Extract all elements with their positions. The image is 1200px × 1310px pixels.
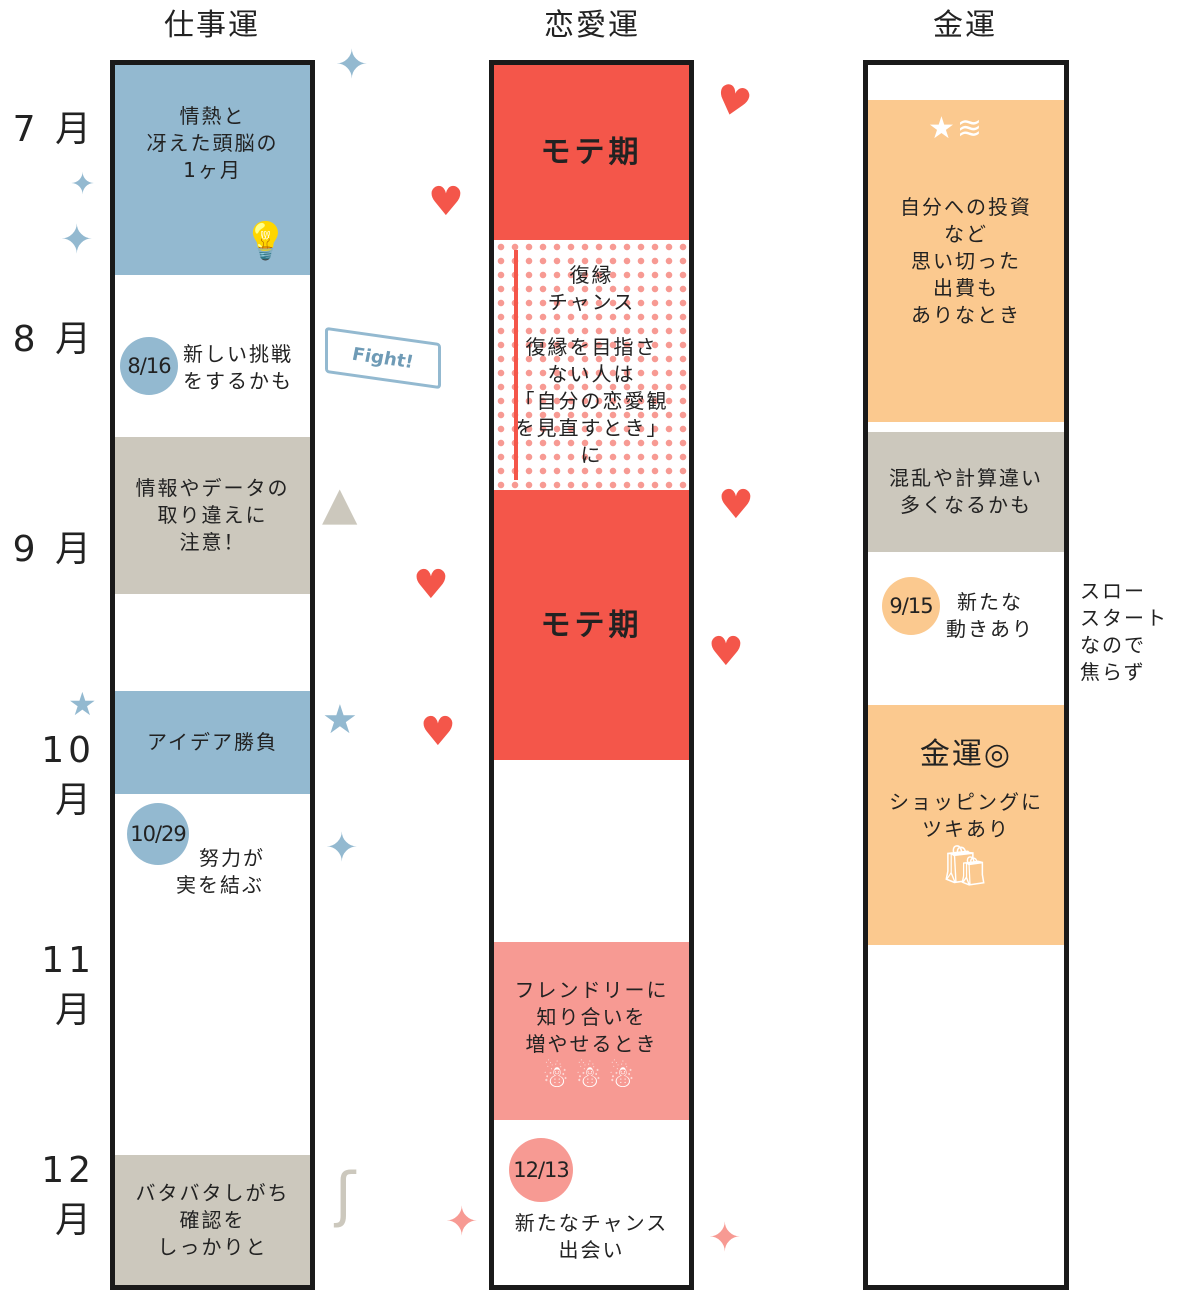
text: 思い切った <box>911 248 1021 273</box>
text: 情報やデータの <box>135 476 290 500</box>
money-side-note: スロー スタート なので 焦らず <box>1080 578 1168 686</box>
date-badge: 9/15 <box>882 577 940 635</box>
text: 新たなチャンス <box>514 1211 669 1235</box>
swirl-icon: ʃ <box>335 1160 356 1230</box>
text: を見直すとき」 <box>514 415 669 440</box>
text: なので <box>1080 633 1146 657</box>
date-badge: 10/29 <box>127 803 189 865</box>
text: をするかも <box>183 369 293 393</box>
range-arrow-icon <box>514 250 518 480</box>
text: バタバタしがち <box>135 1180 290 1205</box>
text: 増やせるとき <box>525 1032 658 1056</box>
text: 多くなるかも <box>900 493 1032 517</box>
text: しっかりと <box>157 1234 268 1259</box>
text: 冴えた頭脳の <box>146 131 279 155</box>
header-work: 仕事運 <box>164 8 260 43</box>
month-label: 11 月 <box>41 940 95 1031</box>
text: など <box>944 221 988 246</box>
text: 動きあり <box>946 617 1034 641</box>
star-icon: ★ <box>322 697 358 743</box>
text: ない人は <box>547 361 636 386</box>
text: 自分への投資 <box>900 194 1032 219</box>
shooting-star-icon: ★≋ <box>928 111 985 146</box>
header-love: 恋愛運 <box>544 8 640 43</box>
text: 知り合いを <box>536 1005 647 1029</box>
money-note-move: 新たな 動きあり <box>946 589 1034 643</box>
text: アイデア勝負 <box>147 730 278 754</box>
month-label: 10 月 <box>41 730 95 821</box>
money-block-shopping: 金運◎ ショッピングに ツキあり 🛍 <box>868 705 1064 945</box>
text: 取り違えに <box>157 503 268 527</box>
heart-icon: ♥ <box>413 562 449 608</box>
month-label: 8 月 <box>12 319 95 360</box>
month-label: 9 月 <box>12 529 95 570</box>
sparkle-icon: ✦ <box>60 217 94 263</box>
text: 情熱と <box>179 104 246 128</box>
text: 出費も <box>933 275 999 300</box>
text: ツキあり <box>922 817 1010 841</box>
text: 確認を <box>179 1207 246 1232</box>
money-block-confusion: 混乱や計算違い 多くなるかも <box>868 432 1064 552</box>
people-icon: ☃☃☃ <box>542 1060 641 1095</box>
heart-icon: ♥ <box>420 709 456 755</box>
heart-icon: ♥ <box>709 75 757 129</box>
love-block-friendly: フレンドリーに 知り合いを 増やせるとき ☃☃☃ <box>494 942 689 1120</box>
text: ありなとき <box>911 302 1021 327</box>
work-block-caution: 情報やデータの 取り違えに 注意！ <box>115 437 310 594</box>
love-column: モテ期 復縁 チャンス 復縁を目指さ ない人は 「自分の恋愛観 を見直すとき」 … <box>489 60 694 1290</box>
work-column: 情熱と 冴えた頭脳の 1ヶ月 💡 8/16 新しい挑戦 をするかも 情報やデータ… <box>110 60 315 1290</box>
work-block-idea: アイデア勝負 <box>115 691 310 794</box>
work-note-challenge: 新しい挑戦 をするかも <box>183 341 293 395</box>
text: 混乱や計算違い <box>889 466 1043 490</box>
shopping-bags-icon: 🛍 <box>939 843 993 889</box>
date-badge: 12/13 <box>509 1138 573 1202</box>
warning-icon: ▲ <box>322 476 358 530</box>
star-icon: ★ <box>68 685 97 723</box>
text: スタート <box>1080 606 1168 630</box>
month-label: 12 月 <box>41 1150 95 1241</box>
sparkle-icon: ✦ <box>335 42 369 88</box>
text: フレンドリーに <box>514 978 669 1002</box>
text: 「自分の恋愛観 <box>514 388 669 413</box>
heart-icon: ♥ <box>718 482 754 528</box>
text: 金運◎ <box>919 737 1013 772</box>
header-money: 金運 <box>933 8 997 43</box>
money-column: ★≋ 自分への投資 など 思い切った 出費も ありなとき 混乱や計算違い 多くな… <box>863 60 1069 1290</box>
text: に <box>580 442 603 467</box>
text: 実を結ぶ <box>176 873 264 897</box>
heart-icon: ♥ <box>708 629 744 675</box>
text: 努力が <box>199 846 265 870</box>
work-note-effort: 努力が 実を結ぶ <box>175 845 265 899</box>
fight-flag-icon: Fight! <box>325 326 441 390</box>
sparkle-icon: ✦ <box>70 167 96 202</box>
lightbulb-icon: 💡 <box>243 221 290 262</box>
text: 復縁を目指さ <box>525 334 658 359</box>
text: 出会い <box>558 1238 625 1262</box>
love-block-popular: モテ期 <box>494 65 689 240</box>
text: ショッピングに <box>889 790 1043 814</box>
love-note-chance: 新たなチャンス 出会い <box>494 1210 689 1264</box>
text: 焦らず <box>1080 660 1146 684</box>
heart-icon: ♥ <box>428 179 464 225</box>
sparkle-icon: ✦ <box>325 825 359 871</box>
love-block-reunion: 復縁 チャンス 復縁を目指さ ない人は 「自分の恋愛観 を見直すとき」 に <box>494 240 689 490</box>
text: スロー <box>1080 579 1146 603</box>
text: 復縁 <box>569 262 614 287</box>
month-label: 7 月 <box>12 109 95 150</box>
work-block-busy: バタバタしがち 確認を しっかりと <box>115 1155 310 1285</box>
sparkle-icon: ✦ <box>708 1215 742 1261</box>
text: 1ヶ月 <box>183 158 242 182</box>
text: チャンス <box>547 289 636 314</box>
work-block-passion: 情熱と 冴えた頭脳の 1ヶ月 💡 <box>115 65 310 275</box>
text: 新しい挑戦 <box>183 342 293 366</box>
money-block-invest: ★≋ 自分への投資 など 思い切った 出費も ありなとき <box>868 100 1064 422</box>
text: 注意！ <box>179 530 246 554</box>
date-badge: 8/16 <box>120 337 178 395</box>
love-block-popular-2: モテ期 <box>494 490 689 760</box>
text: 新たな <box>957 590 1023 614</box>
sparkle-icon: ✦ <box>445 1199 479 1245</box>
